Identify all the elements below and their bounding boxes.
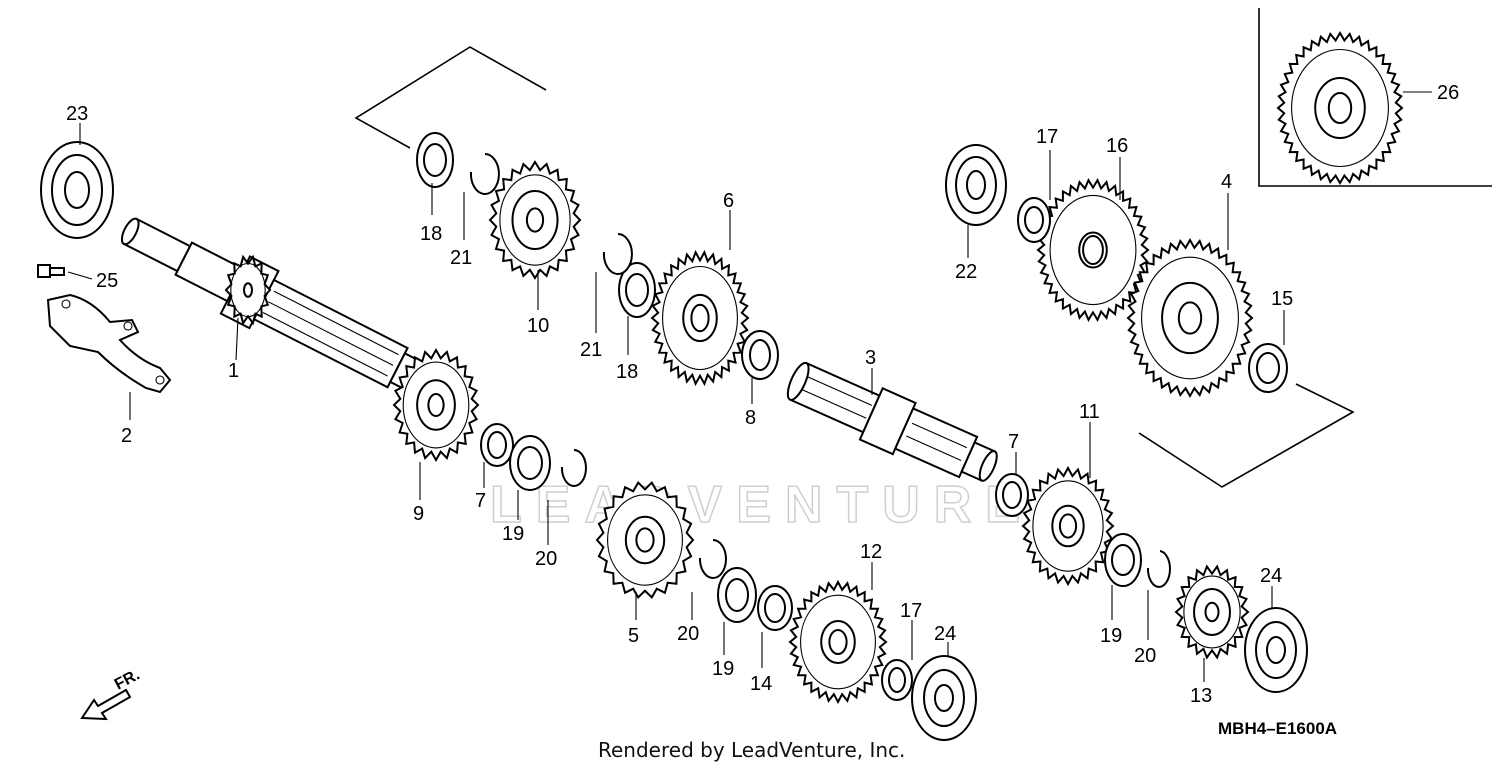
part-15-bearing	[1248, 343, 1288, 393]
callout-2: 2	[121, 425, 132, 447]
snap-rings	[469, 153, 1171, 588]
bracket-lines	[354, 46, 1355, 488]
part-16-gear	[1036, 178, 1150, 322]
part-2-bracket	[46, 293, 172, 394]
part-20c-snap-ring	[1146, 550, 1171, 588]
part-23-bearing	[40, 141, 114, 239]
part-21a-snap-ring	[469, 153, 500, 195]
callout-21b: 21	[580, 339, 602, 361]
callout-9: 9	[413, 503, 424, 525]
render-credit: Rendered by LeadVenture, Inc.	[598, 738, 905, 762]
callout-12: 12	[860, 541, 882, 563]
callout-20a: 20	[535, 548, 557, 570]
part-26-gear	[1276, 31, 1404, 185]
part-11-gear	[1021, 465, 1115, 587]
callout-8: 8	[745, 407, 756, 429]
callout-19b: 19	[712, 658, 734, 680]
leader-lines	[67, 91, 1432, 682]
callout-10: 10	[527, 315, 549, 337]
front-direction-arrow: FR.	[80, 666, 143, 721]
callout-3: 3	[865, 347, 876, 369]
part-19b-washer	[717, 567, 757, 623]
part-3-countershaft	[786, 361, 998, 482]
callout-17a: 17	[1036, 126, 1058, 148]
inset-frame	[1258, 8, 1492, 187]
diagram-code: MBH4–E1600A	[1218, 719, 1337, 738]
part-20a-snap-ring	[560, 449, 587, 487]
callout-4: 4	[1221, 171, 1232, 193]
callout-13: 13	[1190, 685, 1212, 707]
part-8-bushing	[741, 330, 779, 380]
callout-16: 16	[1106, 135, 1128, 157]
callout-25: 25	[96, 270, 118, 292]
callout-24a: 24	[934, 623, 956, 645]
callout-7a: 7	[475, 490, 486, 512]
callout-14: 14	[750, 673, 772, 695]
part-12-gear	[788, 579, 888, 705]
direction-label: FR.	[112, 666, 143, 693]
callout-19a: 19	[502, 523, 524, 545]
callout-17b: 17	[900, 600, 922, 622]
callout-23: 23	[66, 103, 88, 125]
part-7a-bushing	[480, 423, 514, 467]
part-19a-washer	[509, 435, 551, 491]
callout-15: 15	[1271, 288, 1293, 310]
part-24b-bearing	[1244, 607, 1308, 693]
part-14-bearing	[757, 585, 793, 631]
part-19c-washer	[1104, 533, 1142, 587]
callout-5: 5	[628, 625, 639, 647]
part-21b-snap-ring	[602, 233, 633, 275]
callout-24b: 24	[1260, 565, 1282, 587]
part-4-gear	[1126, 237, 1254, 399]
callout-18a: 18	[420, 223, 442, 245]
callout-6: 6	[723, 190, 734, 212]
part-25-bolt	[37, 264, 65, 278]
part-6-gear	[650, 249, 750, 387]
part-18b-washer	[618, 262, 656, 318]
callout-20b: 20	[677, 623, 699, 645]
part-17a-washer	[1017, 197, 1051, 243]
callout-7b: 7	[1008, 431, 1019, 453]
callout-1: 1	[228, 360, 239, 382]
callout-22: 22	[955, 261, 977, 283]
part-9-gear	[392, 347, 480, 463]
part-18a-washer	[416, 132, 454, 188]
part-13-gear	[1174, 564, 1250, 660]
part-7b-bushing	[995, 473, 1029, 517]
gear-group	[224, 31, 1404, 705]
part-20b-snap-ring	[698, 539, 727, 579]
part-17b-washer	[881, 659, 913, 701]
part-24a-bearing	[911, 655, 977, 741]
callout-18b: 18	[616, 361, 638, 383]
part-22-bearing	[945, 144, 1007, 226]
part-10-gear	[488, 160, 582, 280]
callout-26: 26	[1437, 82, 1459, 104]
part-1-gear	[224, 254, 272, 326]
callout-19c: 19	[1100, 625, 1122, 647]
part-5-gear	[595, 480, 695, 600]
callout-11: 11	[1079, 401, 1100, 423]
callout-20c: 20	[1134, 645, 1156, 667]
callout-21a: 21	[450, 247, 472, 269]
callout-labels: 23 25 2 1 18 21 10 21 18 6 8 3 9 7 19 20…	[66, 82, 1459, 707]
